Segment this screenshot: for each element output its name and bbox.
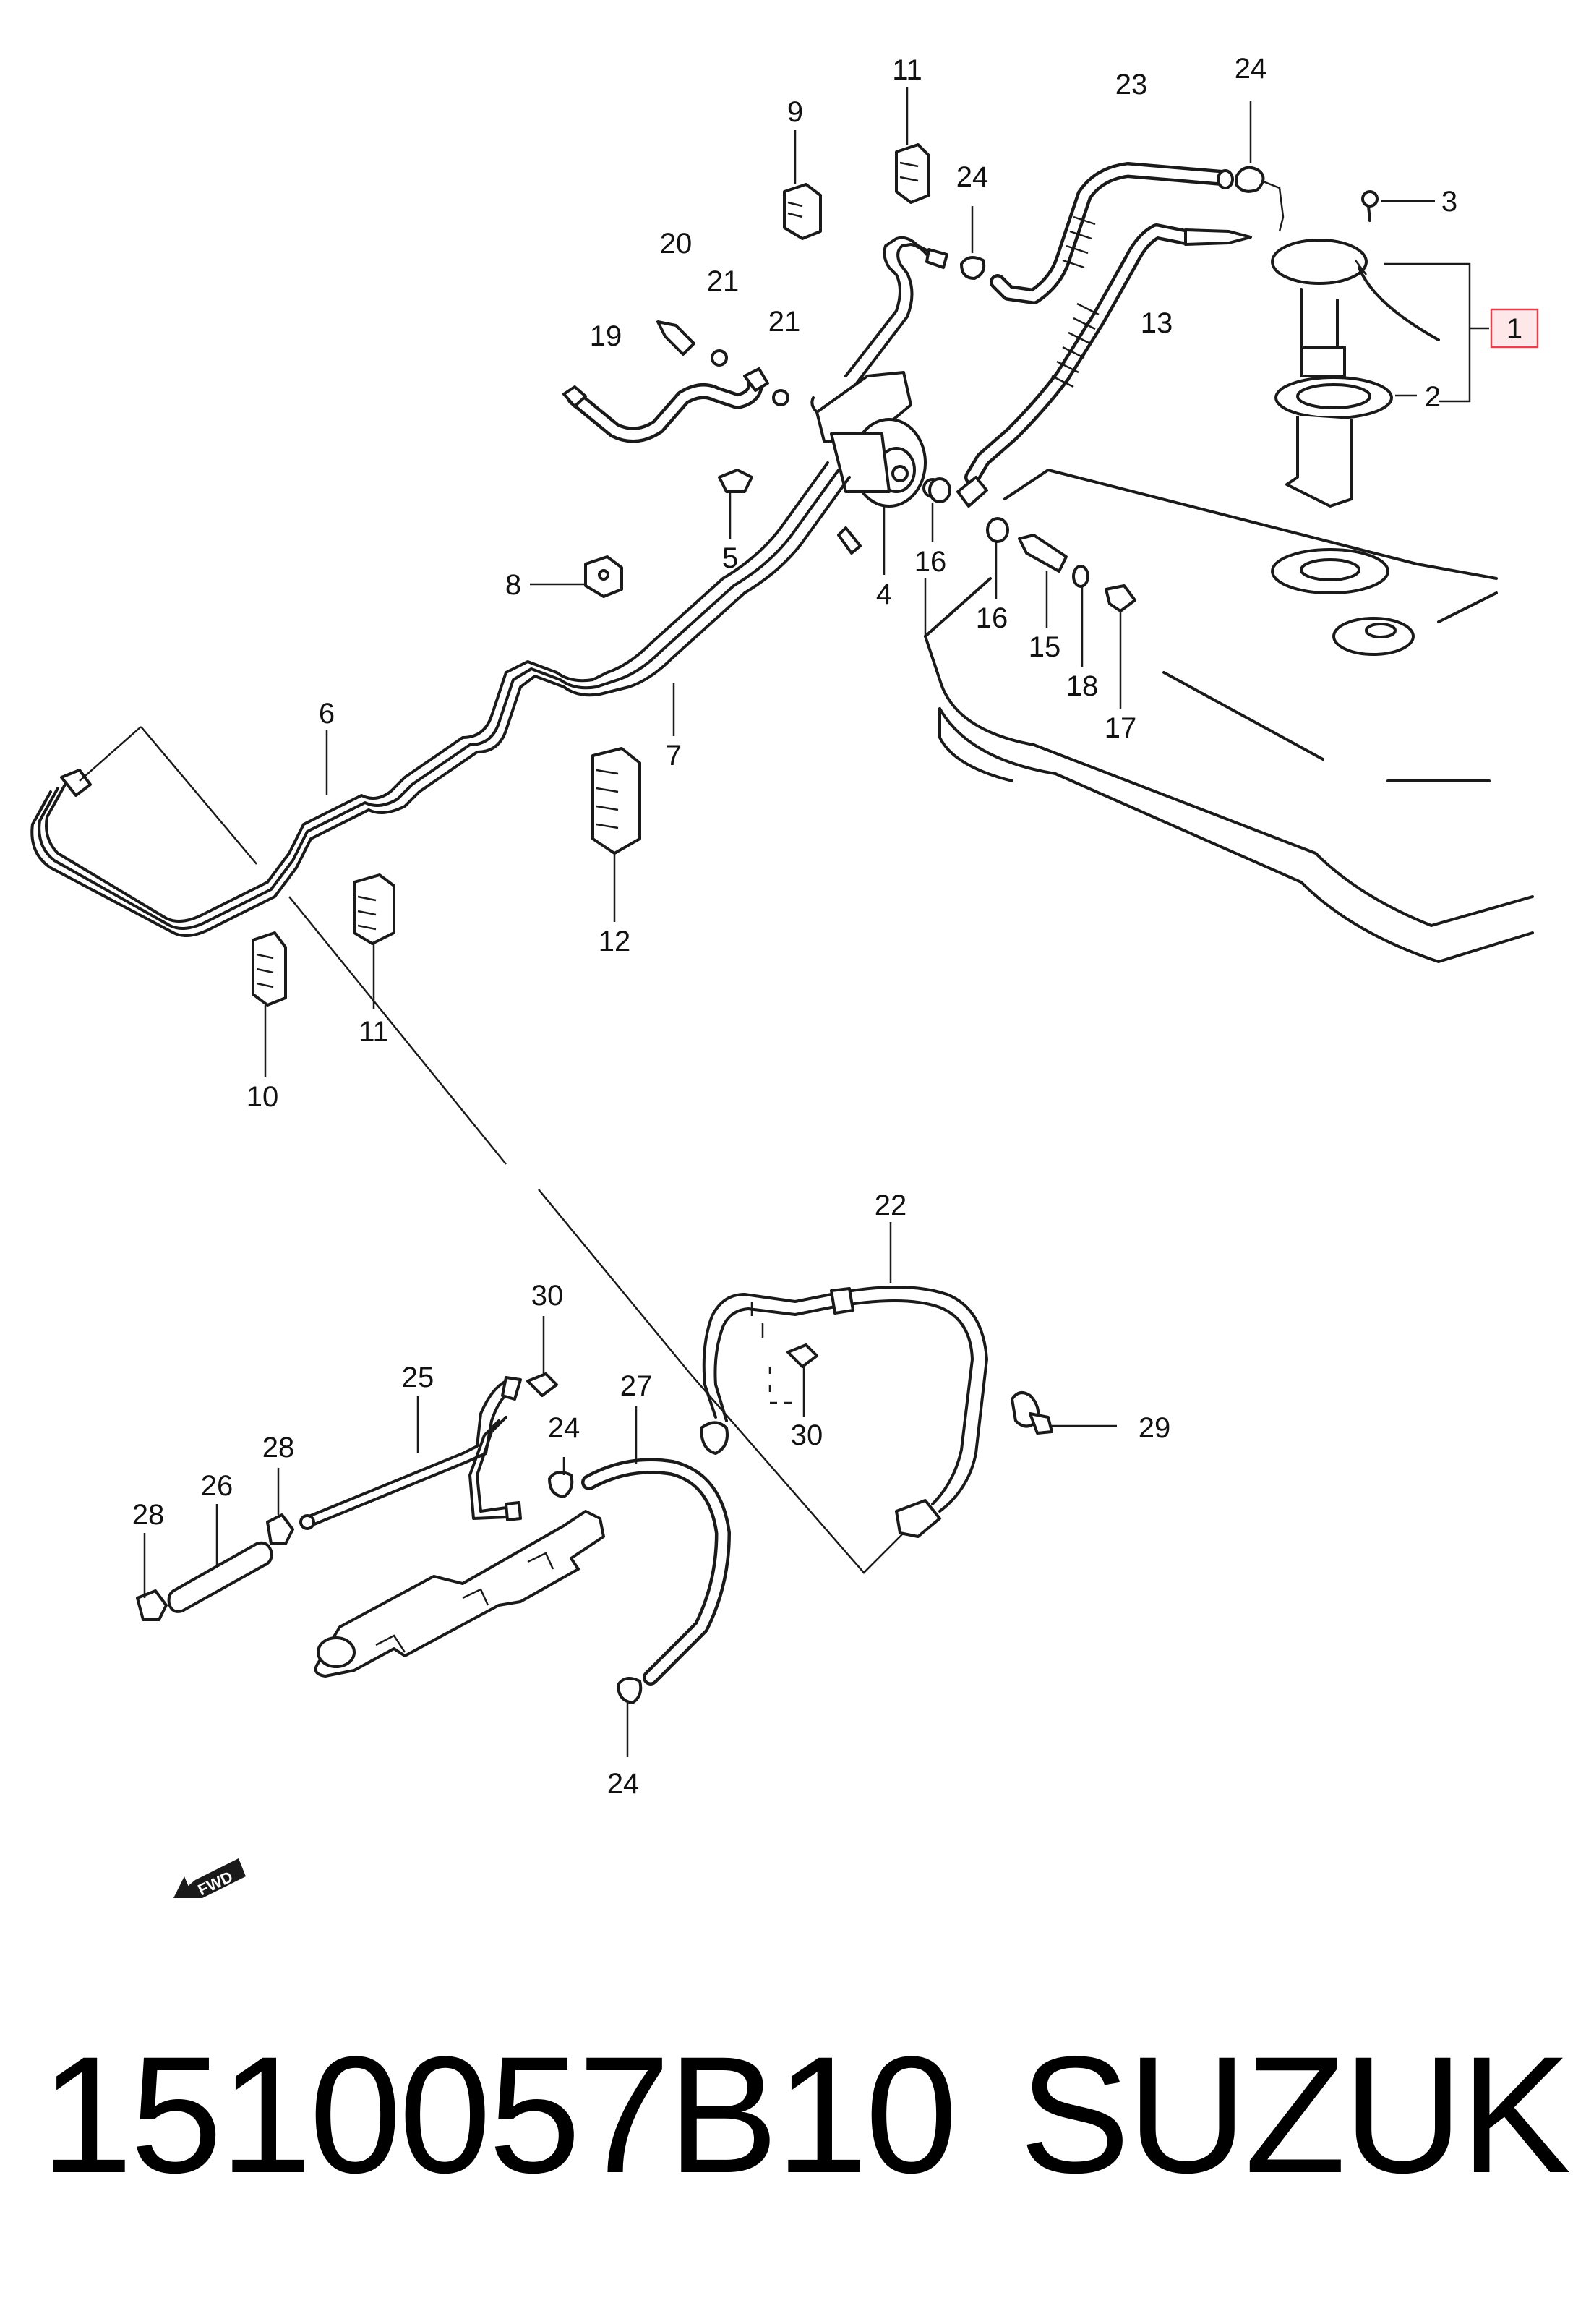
callout-21-b: 21 <box>768 306 801 338</box>
callout-24-a: 24 <box>1235 53 1267 85</box>
clip-28-top <box>266 1468 294 1545</box>
callout-1-highlight <box>1490 308 1539 349</box>
callout-19: 19 <box>590 320 622 352</box>
bolt-30-right <box>768 1343 818 1417</box>
callout-14: 13 <box>1141 307 1173 339</box>
callout-9: 9 <box>787 96 803 128</box>
callout-17: 17 <box>1105 712 1137 744</box>
screw-3 <box>1361 190 1435 222</box>
fwd-arrow-icon <box>173 1858 246 1898</box>
callout-13: 12 <box>599 926 631 957</box>
clamp-9 <box>783 130 822 240</box>
callout-25: 25 <box>402 1362 434 1393</box>
fuel-lines-6-7 <box>30 461 851 937</box>
hose-26 <box>167 1504 273 1613</box>
fitting-5 <box>718 469 862 555</box>
callout-22: 22 <box>875 1189 907 1221</box>
callout-12: 11 <box>892 54 922 86</box>
callout-29: 29 <box>1139 1412 1171 1444</box>
pipe-25 <box>299 1376 522 1530</box>
clip-28-bottom <box>136 1533 168 1621</box>
group-bracket <box>1384 262 1471 403</box>
clamp-8 <box>530 555 623 598</box>
hose-19 <box>562 367 769 443</box>
hose-14 <box>956 223 1252 508</box>
callout-1: 1 <box>1506 313 1522 345</box>
callout-24-b: 24 <box>956 161 989 193</box>
clip-24-mid <box>960 206 986 280</box>
callout-6: 6 <box>319 698 335 730</box>
hose-27 <box>581 1406 731 1686</box>
clip-24-lower <box>548 1457 574 1498</box>
callout-24-d: 24 <box>607 1768 640 1800</box>
callout-11: 11 <box>359 1016 389 1048</box>
callout-20: 20 <box>660 228 693 260</box>
callout-4: 4 <box>876 578 892 610</box>
fuel-tank <box>924 469 1534 963</box>
parts-diagram: 11 9 23 24 24 3 20 21 21 19 13 1 2 5 4 1… <box>30 53 1539 1899</box>
hose-23 <box>990 162 1234 304</box>
fuel-rail <box>314 1510 605 1678</box>
callout-3: 3 <box>1441 186 1457 218</box>
fuel-pump-assembly <box>1271 239 1440 508</box>
clip-24-bottom <box>617 1677 643 1757</box>
callout-15: 15 <box>1029 631 1061 663</box>
callout-18: 18 <box>1066 670 1099 702</box>
callout-28-b: 28 <box>132 1499 165 1531</box>
washers-16 <box>928 477 1009 543</box>
bolt-20 <box>656 320 789 406</box>
filter-pipe <box>844 236 948 385</box>
sender-gasket <box>1271 548 1415 656</box>
callout-5: 5 <box>722 542 738 574</box>
pipe-22 <box>700 1286 988 1538</box>
clamp-29 <box>1011 1391 1117 1435</box>
bolt-30-left <box>526 1316 558 1397</box>
callout-28-a: 28 <box>262 1432 295 1464</box>
callout-23: 23 <box>1115 69 1148 101</box>
leader-lines <box>140 726 904 1574</box>
clamp-13 <box>591 747 641 922</box>
callout-8: 8 <box>505 569 521 601</box>
brand-name: SUZUKI <box>1019 2022 1573 2208</box>
callout-16-a: 16 <box>914 546 947 578</box>
clamp-11 <box>353 873 395 1009</box>
callout-30-b: 30 <box>791 1419 823 1451</box>
callout-27: 27 <box>620 1370 653 1402</box>
callout-21-a: 21 <box>707 265 740 297</box>
callout-24-c: 24 <box>548 1412 580 1444</box>
callout-26: 26 <box>201 1470 233 1502</box>
part-number: 1510057B10 <box>40 2022 958 2208</box>
union-bolt-15 <box>1018 534 1136 612</box>
clip-24-top <box>1235 101 1285 232</box>
callout-16-b: 16 <box>976 602 1008 634</box>
callout-30-a: 30 <box>531 1280 564 1312</box>
callout-10: 10 <box>247 1081 279 1113</box>
clamp-12 <box>895 87 930 204</box>
callout-7: 7 <box>666 740 682 772</box>
callout-2: 2 <box>1425 381 1441 413</box>
fuel-filter-4 <box>810 371 943 508</box>
clamp-10 <box>252 931 287 1077</box>
